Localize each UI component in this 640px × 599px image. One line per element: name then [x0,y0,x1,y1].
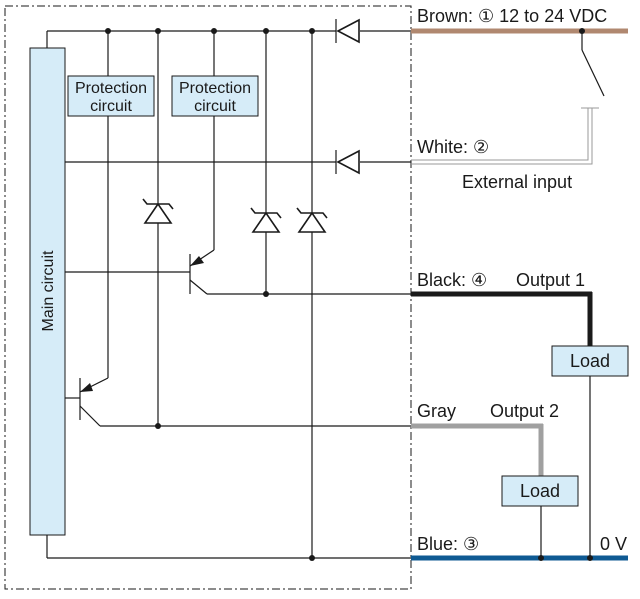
sensor-enclosure [4,5,412,590]
load-output-1[interactable]: Load [551,345,629,377]
gray-label: Gray [417,401,456,421]
blue-label: Blue: ③ [417,534,479,554]
brown-label: Brown: ① 12 to 24 VDC [417,6,607,26]
zener-diode-1 [142,198,174,224]
zener-diode-2 [250,207,282,233]
external-input-label: External input [462,172,572,192]
output1-label: Output 1 [516,270,585,290]
svg-text:circuit: circuit [90,98,132,115]
svg-text:Load: Load [570,351,610,371]
white-label: White: ② [417,137,489,157]
white-wire [411,107,599,165]
protection-circuit-2: Protection circuit [171,75,259,117]
load-output-2[interactable]: Load [501,475,579,507]
output2-label: Output 2 [490,401,559,421]
main-circuit-label: Main circuit [40,250,57,331]
diode-brown [335,18,360,44]
zero-volt-label: 0 V [600,534,627,554]
svg-text:Load: Load [520,481,560,501]
svg-text:circuit: circuit [194,98,236,115]
external-switch [579,28,605,97]
black-label: Black: ④ [417,270,487,290]
svg-text:Protection: Protection [75,80,147,97]
svg-text:Protection: Protection [179,80,251,97]
diode-white [335,149,360,175]
transistor-output-1 [65,249,411,295]
transistor-output-2 [65,377,411,427]
protection-circuit-1: Protection circuit [67,75,155,117]
zener-diode-3 [296,207,328,233]
